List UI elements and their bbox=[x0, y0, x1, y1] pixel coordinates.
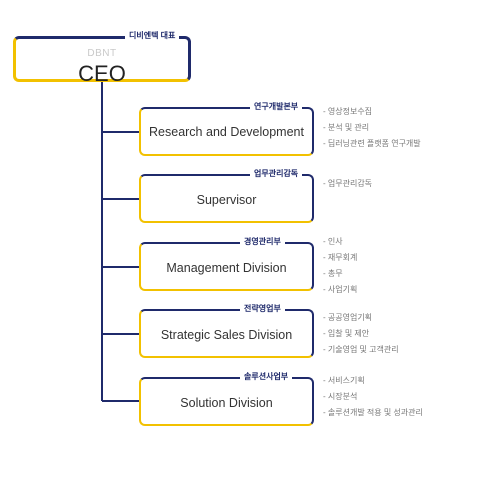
ceo-box: DBNT CEO bbox=[13, 36, 191, 86]
duty-item: - 업무관리감독 bbox=[323, 179, 373, 188]
ceo-title: CEO bbox=[78, 61, 126, 86]
duty-item: - 시장분석 bbox=[323, 392, 358, 401]
division-tag: 솔루션사업부 bbox=[240, 372, 293, 382]
division-tag: 전략영업부 bbox=[240, 304, 285, 314]
division-box-management: Management Division bbox=[139, 242, 314, 291]
duty-item: - 솔루션개발 적용 및 성과관리 bbox=[323, 408, 423, 417]
duty-list-management: - 인사 - 재무회계 - 총무 - 사업기획 bbox=[323, 234, 357, 298]
duty-item: - 사업기획 bbox=[323, 285, 358, 294]
division-tag: 업무관리감독 bbox=[250, 169, 303, 179]
division-title: Research and Development bbox=[149, 125, 304, 139]
duty-list-solution: - 서비스기획 - 시장분석 - 솔루션개발 적용 및 성과관리 bbox=[323, 373, 423, 421]
ceo-subtitle: DBNT bbox=[87, 48, 117, 59]
division-title: Solution Division bbox=[180, 396, 273, 410]
duty-item: - 입찰 및 제안 bbox=[323, 329, 370, 338]
division-box-supervisor: Supervisor bbox=[139, 174, 314, 223]
division-tag: 경영관리부 bbox=[240, 237, 285, 247]
ceo-tag: 디비엔텍 대표 bbox=[125, 31, 180, 41]
division-title: Strategic Sales Division bbox=[160, 328, 293, 342]
duty-item: - 딥러닝관련 플랫폼 연구개발 bbox=[323, 139, 421, 148]
duty-item: - 기술영업 및 고객관리 bbox=[323, 345, 399, 354]
duty-item: - 영상정보수집 bbox=[323, 107, 373, 116]
division-tag: 연구개발본부 bbox=[250, 102, 303, 112]
duty-item: - 재무회계 bbox=[323, 253, 358, 262]
division-title: Management Division bbox=[166, 261, 287, 275]
duty-list-supervisor: - 업무관리감독 bbox=[323, 176, 372, 192]
division-box-rnd: Research and Development bbox=[139, 107, 314, 156]
duty-list-sales: - 공공영업기획 - 입찰 및 제안 - 기술영업 및 고객관리 bbox=[323, 310, 399, 358]
division-title: Supervisor bbox=[196, 193, 257, 207]
duty-item: - 인사 bbox=[323, 237, 343, 246]
division-box-solution: Solution Division bbox=[139, 377, 314, 426]
division-box-sales: Strategic Sales Division bbox=[139, 309, 314, 358]
duty-item: - 공공영업기획 bbox=[323, 313, 373, 322]
duty-list-rnd: - 영상정보수집 - 분석 및 관리 - 딥러닝관련 플랫폼 연구개발 bbox=[323, 104, 421, 152]
duty-item: - 총무 bbox=[323, 269, 343, 278]
duty-item: - 서비스기획 bbox=[323, 376, 365, 385]
duty-item: - 분석 및 관리 bbox=[323, 123, 370, 132]
